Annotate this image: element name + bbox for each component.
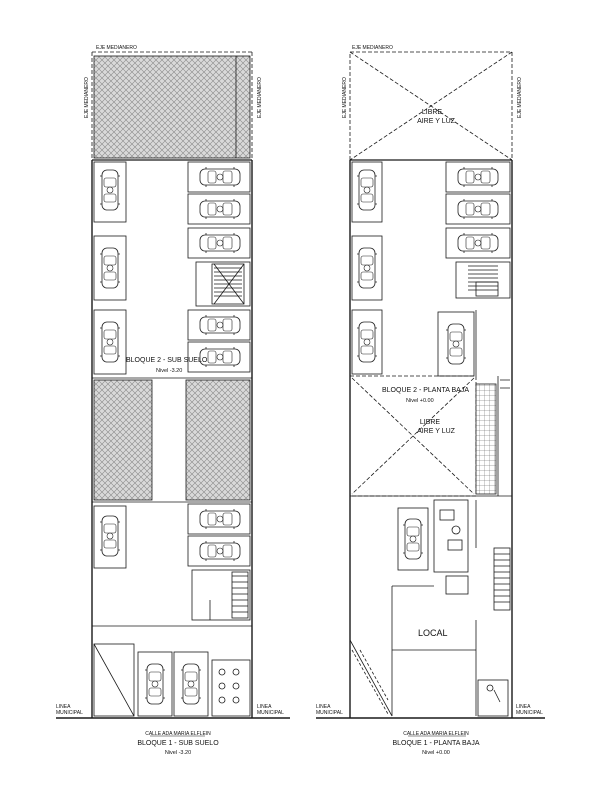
- eje-medianero-side-left-b: EJE MEDIANERO: [257, 77, 263, 118]
- bloque1-planta-baja-nivel: Nivel +0.00: [422, 750, 450, 756]
- municipal-left-b: MUNICIPAL: [257, 710, 284, 716]
- municipal-right-b: MUNICIPAL: [516, 710, 543, 716]
- bloque1-subsuelo-nivel: Nivel -3.20: [165, 750, 191, 756]
- plan-subsuelo: [56, 51, 290, 737]
- libre-mid-1: LIBRE: [420, 419, 441, 426]
- linea-left-a: LINEA: [56, 704, 71, 710]
- libre-mid-2: AIRE Y LUZ: [417, 428, 456, 435]
- cars-planta-baja: [356, 166, 499, 560]
- calle-right: CALLE ADA MARIA ELFLEIN: [403, 731, 469, 737]
- eje-medianero-side-left-a: EJE MEDIANERO: [84, 77, 90, 118]
- bloque1-planta-baja-label: BLOQUE 1 - PLANTA BAJA: [392, 740, 479, 747]
- libre-top-2: AIRE Y LUZ: [417, 118, 456, 125]
- bloque2-subsuelo-label: BLOQUE 2 - SUB SUELO: [126, 357, 208, 364]
- libre-top-1: LIBRE: [422, 109, 443, 116]
- bloque1-subsuelo-label: BLOQUE 1 - SUB SUELO: [137, 740, 219, 747]
- eje-medianero-top-right: EJE MEDIANERO: [352, 45, 393, 51]
- eje-medianero-side-right-a: EJE MEDIANERO: [342, 77, 348, 118]
- bloque2-subsuelo-nivel: Nivel -3.20: [156, 368, 182, 374]
- hatched-area-mid-right: [185, 379, 251, 501]
- stair-block: [195, 261, 251, 307]
- municipal-left-a: MUNICIPAL: [56, 710, 83, 716]
- calle-left: CALLE ADA MARIA ELFLEIN: [145, 731, 211, 737]
- municipal-right-a: MUNICIPAL: [316, 710, 343, 716]
- linea-right-a: LINEA: [316, 704, 331, 710]
- hatched-area-mid-left: [93, 379, 153, 501]
- linea-left-b: LINEA: [257, 704, 272, 710]
- tiled-strip: [475, 383, 497, 495]
- linea-right-b: LINEA: [516, 704, 531, 710]
- local-label: LOCAL: [418, 628, 448, 638]
- hatched-area-top: [93, 55, 251, 159]
- eje-medianero-side-right-b: EJE MEDIANERO: [517, 77, 523, 118]
- bloque2-planta-baja-label: BLOQUE 2 - PLANTA BAJA: [382, 387, 469, 394]
- eje-medianero-top-left: EJE MEDIANERO: [96, 45, 137, 51]
- plan-planta-baja: [316, 51, 545, 737]
- bloque2-planta-baja-nivel: Nivel +0.00: [406, 398, 434, 404]
